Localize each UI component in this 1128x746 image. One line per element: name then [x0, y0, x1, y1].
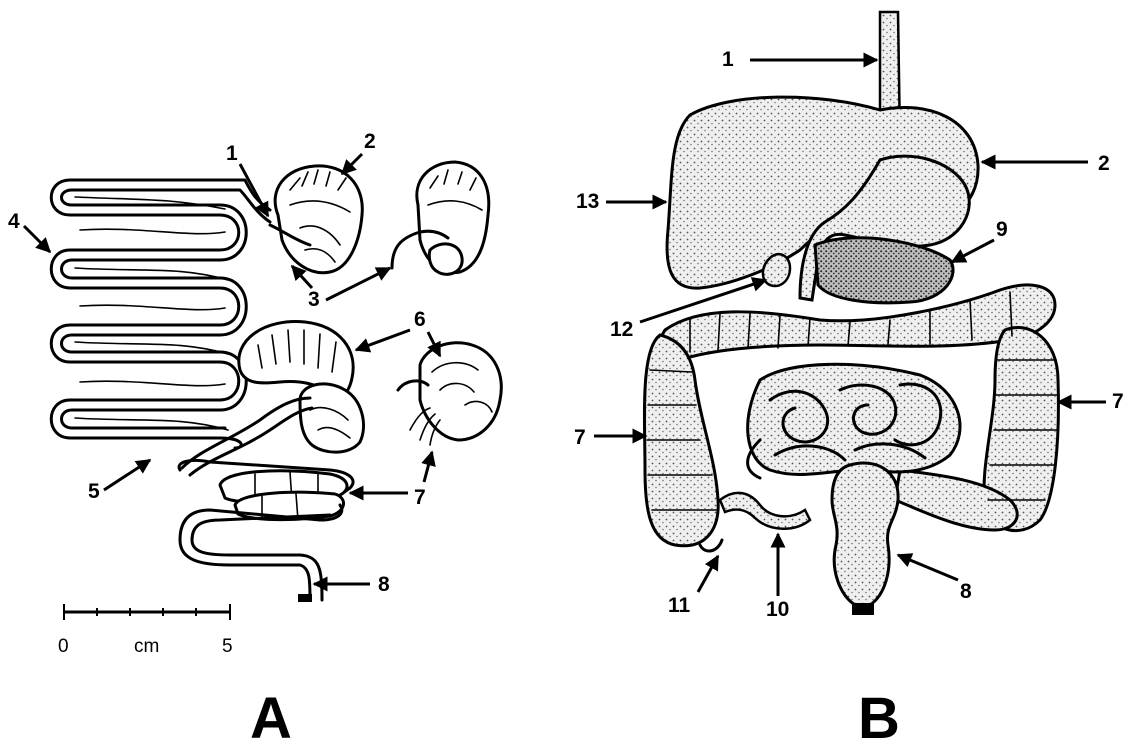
panel-a-colon: [179, 460, 353, 602]
panel-b-anus: [852, 603, 874, 615]
callout-b-2: 2: [1098, 152, 1110, 175]
callout-a-8: 8: [378, 573, 390, 596]
scale-bar-end: 5: [222, 636, 233, 657]
panel-a-organ-middle-left: [182, 322, 364, 475]
callout-b-9: 9: [996, 218, 1008, 241]
panel-a: 1 2 3 4 5 6 7 8: [8, 130, 501, 746]
callout-a-2: 2: [364, 130, 376, 153]
panel-a-label: A: [250, 686, 292, 746]
panel-a-coiled-intestine: [51, 180, 270, 448]
callout-a-5: 5: [88, 480, 100, 503]
scale-bar: 0 cm 5: [58, 604, 233, 657]
panel-b-rectum: [832, 463, 898, 605]
panel-a-organ-top-left: [270, 166, 362, 273]
callout-a-4: 4: [8, 210, 20, 233]
callout-a-6: 6: [414, 308, 426, 331]
callout-b-7-right: 7: [1112, 390, 1124, 413]
callout-b-11: 11: [668, 594, 691, 617]
scale-bar-start: 0: [58, 636, 69, 657]
panel-b-label: B: [858, 686, 900, 746]
callout-b-12: 12: [610, 318, 633, 341]
panel-b: 1 2 7 7 8 9 10 11 12 13 B: [574, 12, 1124, 746]
callout-b-1: 1: [722, 48, 734, 71]
panel-b-pancreas: [815, 238, 953, 303]
callout-a-7: 7: [414, 486, 426, 509]
callout-a-3: 3: [308, 288, 320, 311]
callout-b-8: 8: [960, 580, 972, 603]
callout-b-7-left: 7: [574, 426, 586, 449]
panel-a-organ-middle-right: [398, 343, 501, 445]
scale-bar-unit: cm: [134, 636, 159, 657]
callout-b-13: 13: [576, 190, 599, 213]
panel-a-organ-top-right: [392, 162, 489, 274]
callout-b-10: 10: [766, 598, 789, 621]
callout-a-1: 1: [226, 142, 238, 165]
